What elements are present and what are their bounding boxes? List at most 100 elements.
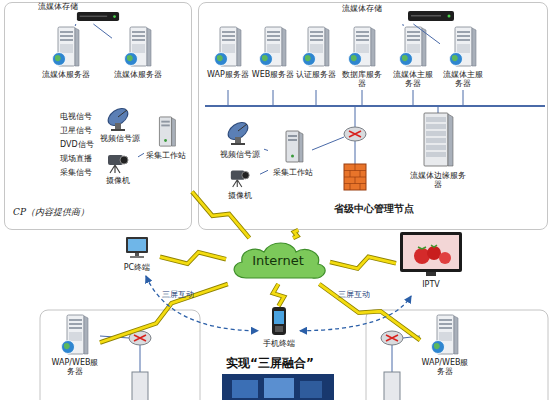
cable-line (75, 24, 77, 26)
icon-part (439, 332, 452, 341)
icon-part (75, 28, 79, 66)
site-panel (366, 310, 548, 400)
storage-unit: 流媒体存储 (36, 2, 122, 24)
icon-part (426, 152, 446, 157)
camera-icon (106, 150, 130, 174)
icon-part (288, 135, 297, 137)
icon-part (351, 55, 357, 61)
server-icon (256, 26, 290, 68)
lightning-outline (330, 257, 396, 269)
icon-part (371, 28, 375, 66)
lightning-outline (293, 230, 298, 238)
pc-terminal: PC终端 (114, 236, 160, 276)
icon-part (432, 341, 445, 354)
icon-part (120, 156, 128, 164)
node-caption: 摄像机 (98, 176, 138, 185)
cable (93, 24, 112, 38)
picture-screen (264, 378, 294, 398)
lightning-link (192, 192, 249, 238)
cable-line (413, 24, 440, 44)
server-icon (345, 26, 379, 68)
node-caption: 摄像机 (220, 191, 260, 200)
icon-part (356, 44, 369, 53)
storage-icon (408, 10, 454, 22)
icon-part (426, 124, 446, 129)
icon-part (299, 132, 303, 162)
icon-part (111, 129, 125, 131)
node-caption: 采集工作站 (268, 168, 318, 177)
router-arrows (349, 131, 361, 137)
icon-part (439, 252, 451, 264)
icon-part (325, 28, 329, 66)
camera-icon (228, 166, 252, 188)
node-caption: 流媒体存储 (342, 4, 392, 13)
icon-part (403, 235, 459, 269)
icon-part (130, 256, 144, 258)
node-caption: 认证服务器 (296, 70, 336, 79)
icon-part (408, 11, 454, 21)
icon-part (262, 55, 268, 61)
icon-part (127, 55, 133, 61)
icon-part (303, 53, 316, 66)
icon-part (62, 341, 75, 354)
icon-part (407, 35, 420, 37)
icon-part (426, 145, 446, 150)
server: WAP/WEB服务器 (50, 314, 100, 394)
icon-part (457, 39, 470, 41)
storage-icon (76, 11, 120, 22)
icon-part (288, 139, 297, 141)
icon-part (222, 44, 235, 53)
lightning-link (160, 252, 226, 264)
server: 认证服务器 (296, 26, 336, 96)
camera: 摄像机 (98, 150, 138, 188)
lightning-bolt (160, 252, 226, 264)
icon-part (132, 39, 145, 41)
satellite-dish: 视频信号源 (96, 106, 144, 146)
cable-line (93, 24, 112, 38)
phone-icon (270, 306, 288, 336)
edge-label: 三屏互动 (338, 290, 370, 299)
server: WAP/WEB服务器 (420, 314, 470, 394)
router-symbol (381, 331, 403, 345)
lightning-link (330, 257, 396, 269)
icon-part (84, 316, 88, 354)
icon-part (161, 121, 169, 123)
server: 数据库服务器 (340, 26, 384, 96)
icon-part (80, 16, 108, 17)
icon-part (128, 239, 146, 251)
node-caption: 流媒体边缘服务器 (408, 171, 468, 189)
node-caption: 流媒体服务器 (112, 70, 164, 79)
icon-part (439, 323, 452, 325)
router-arrows (386, 335, 398, 341)
signal-label: 卫星信号 (60, 126, 92, 135)
province-panel: 省级中心管理节点流媒体存储WAP服务器WEB服务器认证服务器数据库服务器流媒体主… (198, 2, 548, 230)
site-wire (140, 345, 141, 372)
server: 流媒体主服务器 (390, 26, 436, 96)
node-caption: 流媒体主服务器 (440, 70, 486, 88)
icon-part (231, 143, 245, 145)
icon-part (452, 55, 458, 61)
icon-part (69, 323, 82, 325)
icon-part (267, 39, 280, 41)
storage-unit: 流媒体存储 (340, 4, 460, 24)
icon-part (69, 327, 82, 329)
lightning-bolt (319, 284, 420, 340)
icon-part (222, 31, 235, 33)
icon-part (53, 53, 66, 66)
icon-part (305, 55, 311, 61)
router-wire (355, 106, 356, 128)
icon-part (426, 117, 446, 122)
icon-part (225, 120, 251, 143)
lightning-outline (192, 192, 249, 238)
lightning-link (100, 284, 228, 343)
lightning-link (273, 284, 284, 306)
icon-part (457, 44, 470, 53)
node-caption: 数据库服务器 (340, 70, 384, 88)
router-arrows (134, 335, 146, 341)
icon-part (356, 31, 369, 33)
icon-part (260, 53, 273, 66)
node-caption: 流媒体主服务器 (390, 70, 436, 88)
icon-part (161, 124, 169, 126)
lightning-bolt (293, 230, 298, 238)
